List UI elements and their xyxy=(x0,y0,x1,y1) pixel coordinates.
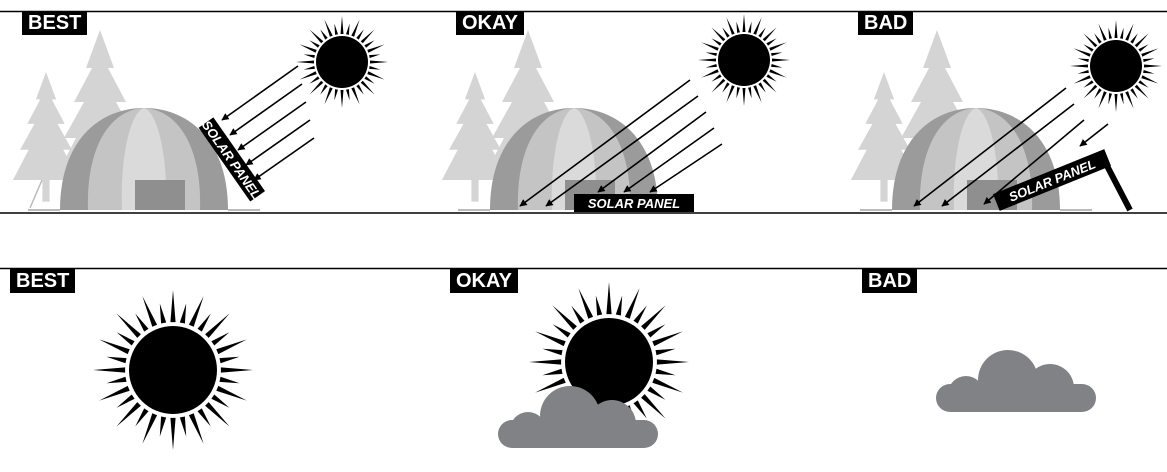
sun-icon xyxy=(93,290,253,450)
rating-badge-bad: BAD xyxy=(862,269,917,293)
condition-bad-cloudy xyxy=(936,350,1096,412)
rating-badge-okay: OKAY xyxy=(456,11,524,35)
scene-best: SOLAR PANEL xyxy=(13,16,388,210)
sun-icon xyxy=(698,14,790,106)
cloud-icon xyxy=(936,350,1096,412)
rating-badge-best: BEST xyxy=(22,11,87,35)
scene-okay: SOLAR PANEL xyxy=(442,14,790,212)
scene-bad: SOLAR PANEL xyxy=(851,20,1162,211)
solar-panel-label: SOLAR PANEL xyxy=(588,196,680,211)
sun-icon xyxy=(1070,20,1162,112)
condition-okay-partly-cloudy xyxy=(498,282,689,448)
solar-panel-icon: SOLAR PANEL xyxy=(574,194,694,212)
rating-badge-best: BEST xyxy=(10,269,75,293)
rating-badge-okay: OKAY xyxy=(450,269,518,293)
sun-icon xyxy=(296,16,388,108)
rating-badge-bad: BAD xyxy=(858,11,913,35)
condition-best-sun xyxy=(93,290,253,450)
